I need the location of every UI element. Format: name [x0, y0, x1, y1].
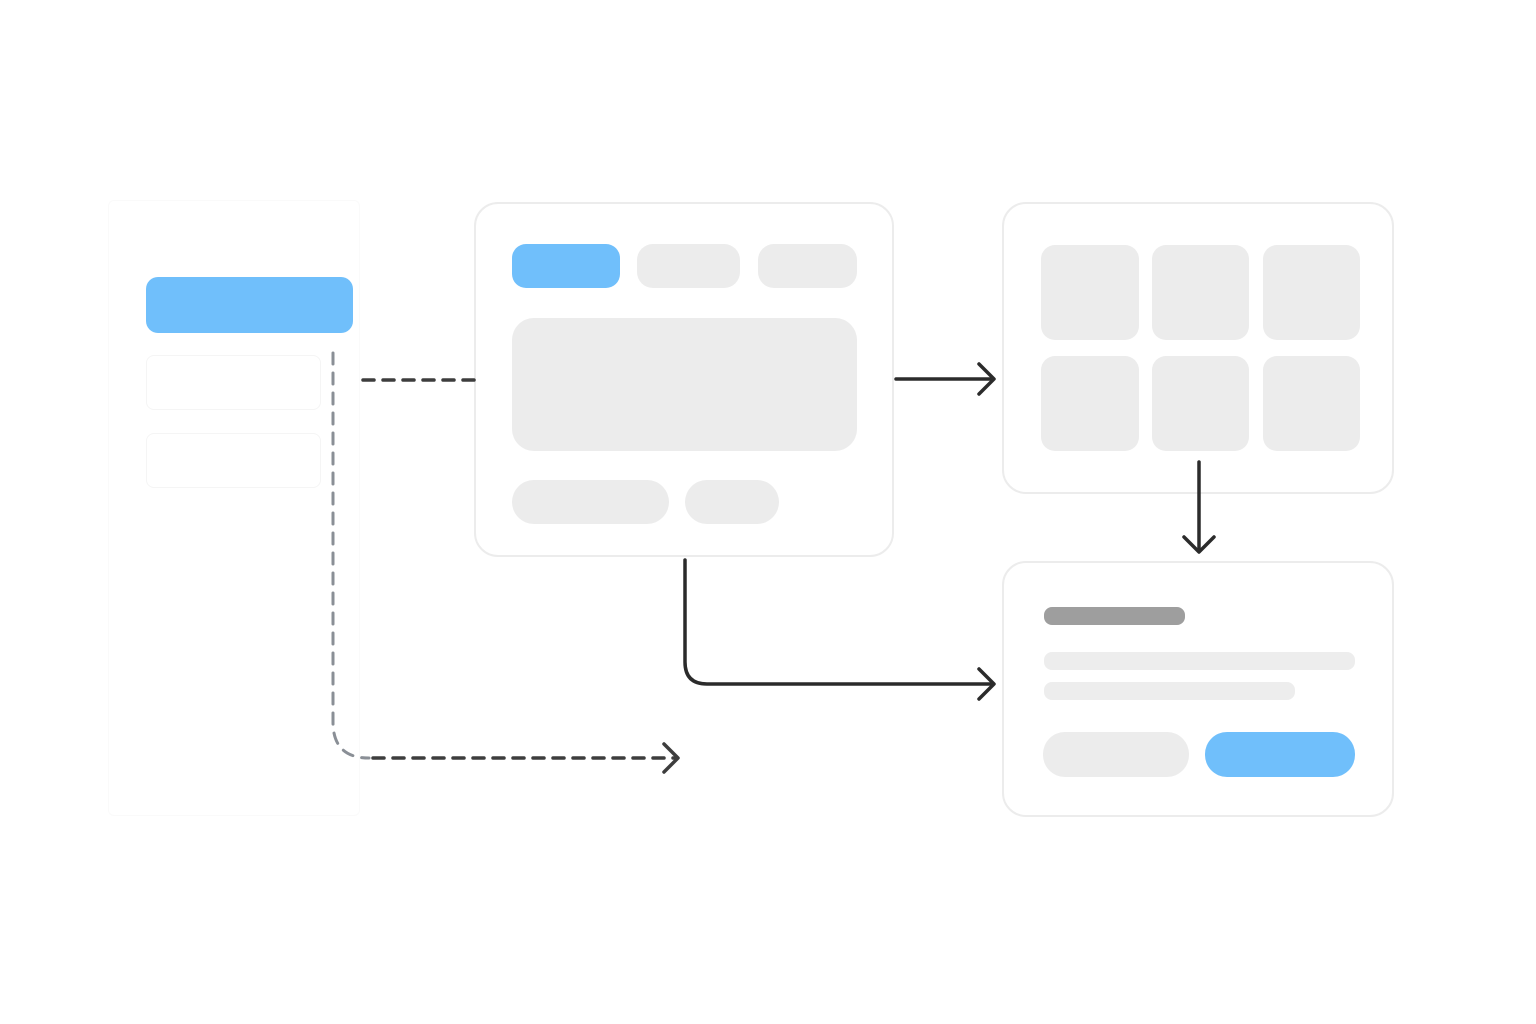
grid-tile[interactable] — [1263, 245, 1360, 340]
arrowhead-offscreen — [662, 742, 680, 774]
arrowhead-dialog-left — [977, 667, 996, 701]
tertiary-action-button[interactable] — [685, 480, 779, 524]
arrowhead-dialog-top — [1182, 535, 1216, 554]
dialog-cancel-button[interactable] — [1043, 732, 1189, 777]
arrowhead-grid — [977, 362, 996, 396]
tab-inactive[interactable] — [637, 244, 740, 288]
sidebar-item[interactable] — [146, 355, 321, 410]
secondary-action-button[interactable] — [512, 480, 669, 524]
dialog-heading-placeholder — [1044, 607, 1185, 625]
dialog-confirm-button[interactable] — [1205, 732, 1355, 777]
tab-active[interactable] — [512, 244, 620, 288]
grid-tile[interactable] — [1263, 356, 1360, 451]
grid-tile[interactable] — [1041, 245, 1139, 340]
tab-inactive[interactable] — [758, 244, 857, 288]
sidebar-primary-item[interactable] — [146, 277, 353, 333]
grid-tile[interactable] — [1152, 245, 1249, 340]
content-placeholder — [512, 318, 857, 451]
grid-tile[interactable] — [1041, 356, 1139, 451]
dialog-text-line — [1044, 682, 1295, 700]
grid-tile[interactable] — [1152, 356, 1249, 451]
connector-tabs-to-dialog — [683, 558, 994, 686]
dialog-text-line — [1044, 652, 1355, 670]
sidebar-item[interactable] — [146, 433, 321, 488]
